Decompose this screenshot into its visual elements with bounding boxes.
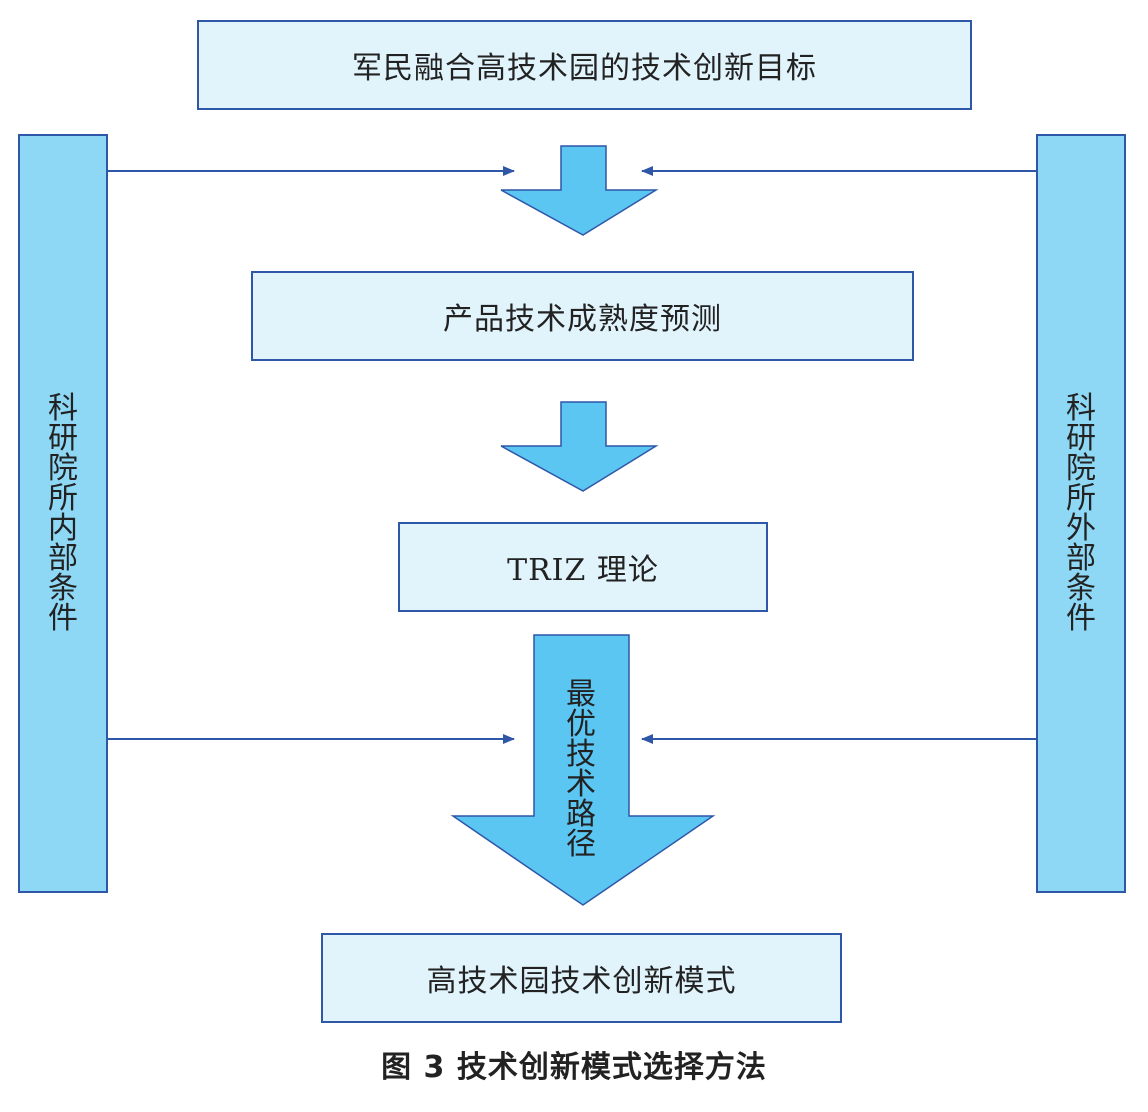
internal-conditions-box: 科研院所内部条件 <box>18 134 108 893</box>
vertical-char: 研 <box>48 420 78 456</box>
vertical-char: 所 <box>48 480 78 516</box>
vertical-char: 内 <box>48 510 78 546</box>
vertical-char: 院 <box>48 450 78 486</box>
vertical-char: 部 <box>1066 540 1096 576</box>
external-conditions-label: 科研院所外部条件 <box>1066 390 1096 636</box>
internal-conditions-label: 科研院所内部条件 <box>48 390 78 636</box>
vertical-char: 术 <box>566 767 596 802</box>
vertical-char: 优 <box>566 707 596 742</box>
vertical-char: 院 <box>1066 450 1096 486</box>
forecast-label: 产品技术成熟度预测 <box>443 302 722 337</box>
goal-box: 军民融合高技术园的技术创新目标 <box>197 20 972 110</box>
vertical-char: 所 <box>1066 480 1096 516</box>
down-arrow-3 <box>450 634 716 906</box>
triz-label: TRIZ 理论 <box>507 553 659 588</box>
optimal-path-label: 最优技术路径 <box>548 680 614 860</box>
external-conditions-box: 科研院所外部条件 <box>1036 134 1126 893</box>
vertical-char: 科 <box>1066 390 1096 426</box>
vertical-char: 条 <box>48 570 78 606</box>
down-arrow-2 <box>500 401 659 492</box>
vertical-char: 件 <box>1066 600 1096 636</box>
vertical-char: 研 <box>1066 420 1096 456</box>
vertical-char: 最 <box>566 677 596 712</box>
vertical-char: 径 <box>566 827 596 862</box>
forecast-box: 产品技术成熟度预测 <box>251 271 914 361</box>
vertical-char: 技 <box>566 737 596 772</box>
mode-label: 高技术园技术创新模式 <box>426 964 737 999</box>
vertical-char: 部 <box>48 540 78 576</box>
triz-box: TRIZ 理论 <box>398 522 768 612</box>
vertical-char: 条 <box>1066 570 1096 606</box>
mode-box: 高技术园技术创新模式 <box>321 933 842 1023</box>
vertical-char: 件 <box>48 600 78 636</box>
goal-label: 军民融合高技术园的技术创新目标 <box>352 51 817 86</box>
vertical-char: 科 <box>48 390 78 426</box>
vertical-char: 路 <box>566 797 596 832</box>
figure-caption: 图 3 技术创新模式选择方法 <box>381 1050 767 1085</box>
vertical-char: 外 <box>1066 510 1096 546</box>
down-arrow-1 <box>500 145 659 236</box>
